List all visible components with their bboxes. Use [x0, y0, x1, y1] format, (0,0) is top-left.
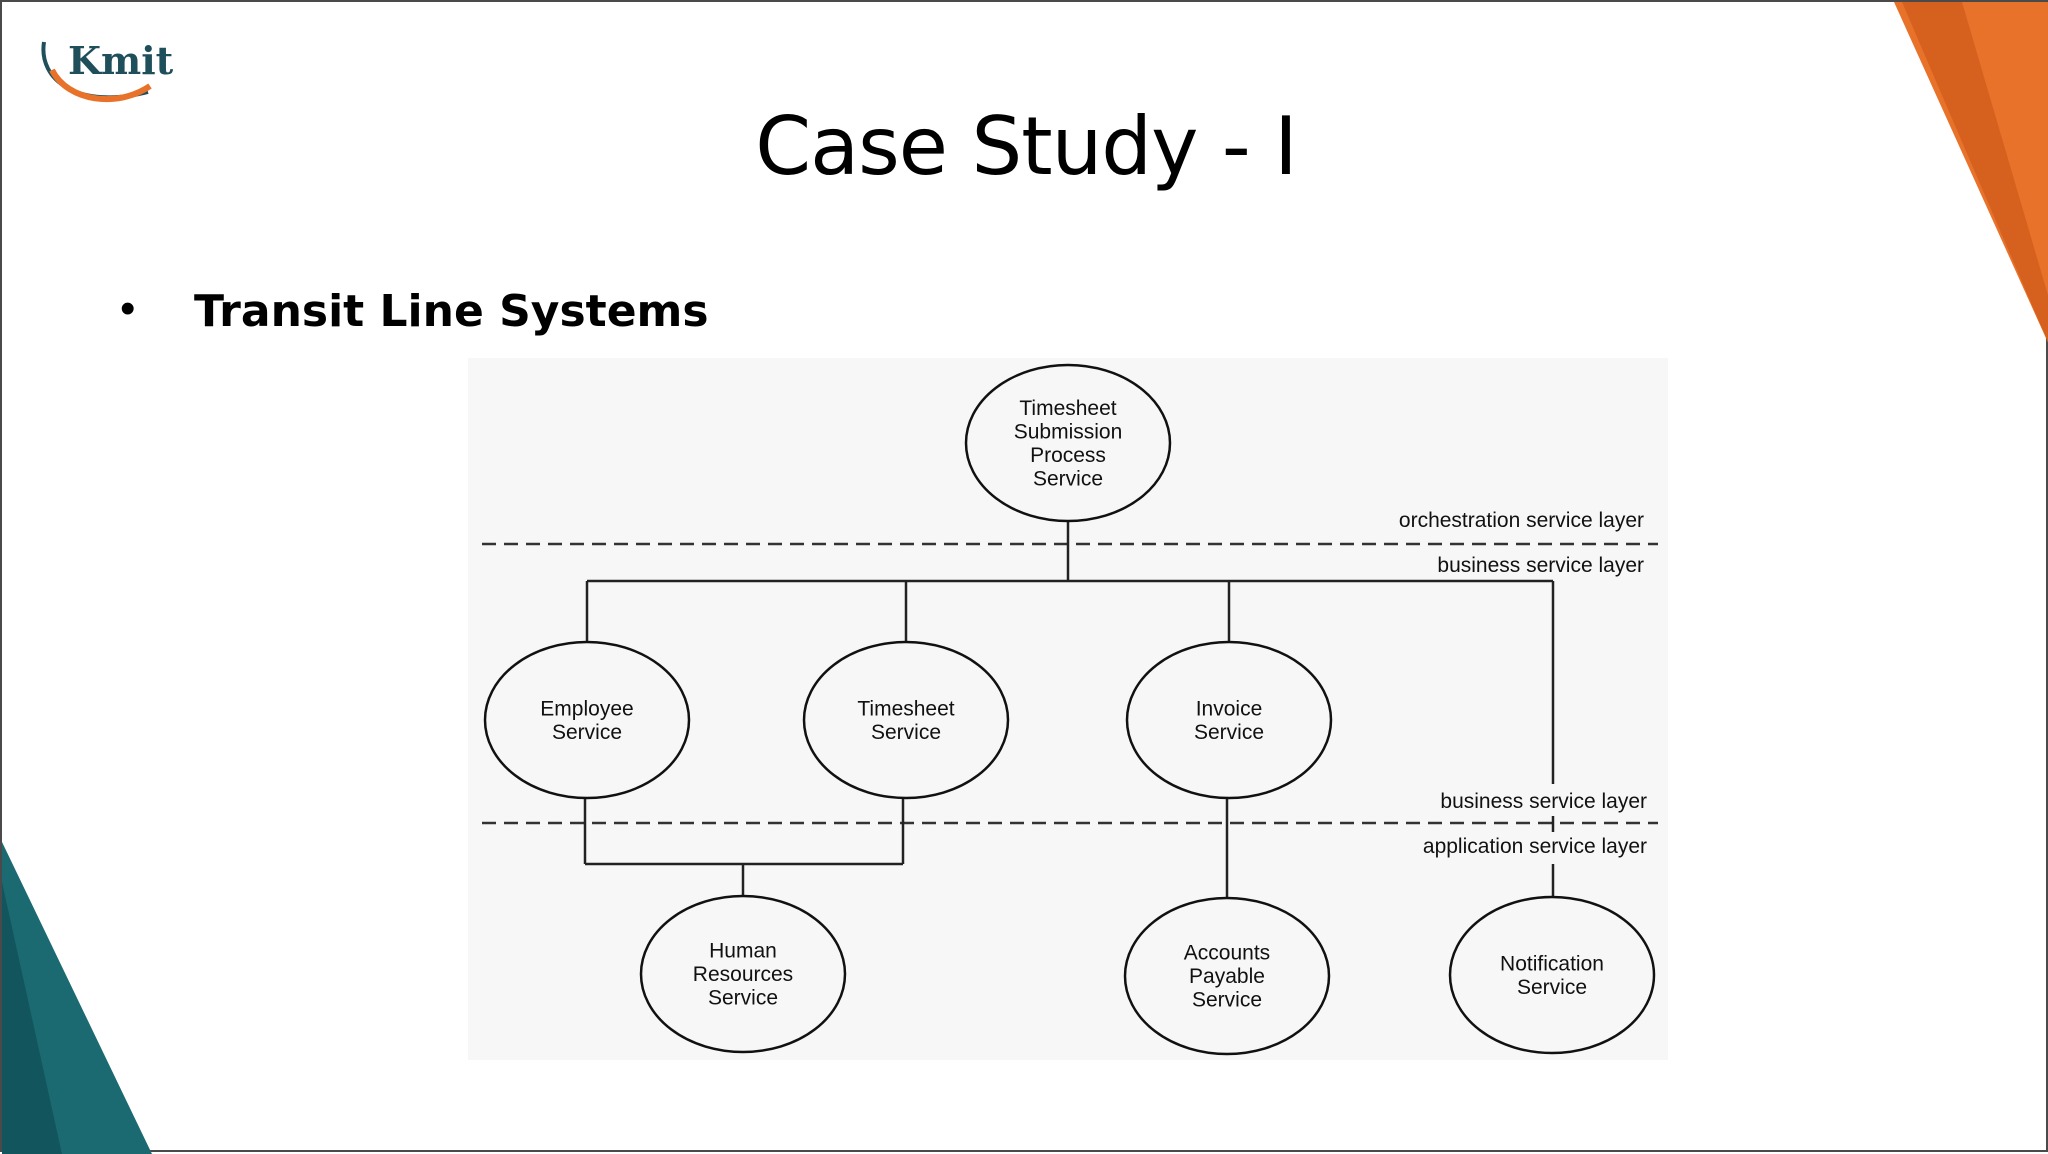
kmit-logo: Kmit	[38, 30, 173, 116]
notification-service-label: Notification	[1500, 952, 1604, 975]
accounts-payable-service-ellipse	[1123, 896, 1331, 1056]
human-resources-service-label: Human	[709, 940, 777, 963]
employee-service-ellipse	[483, 640, 691, 800]
timesheet-service-label: Service	[871, 721, 941, 744]
notification-service-ellipse	[1448, 895, 1656, 1055]
invoice-service-label: Invoice	[1196, 697, 1263, 720]
employee-service-label: Employee	[540, 697, 633, 720]
layer-label-business-lower: business service layer	[1440, 790, 1647, 813]
human-resources-service-ellipse	[639, 894, 847, 1054]
orange-corner-shape	[1894, 2, 2048, 343]
layer-label-application: application service layer	[1423, 835, 1647, 858]
bullet-icon: •	[120, 284, 136, 333]
logo-text: Kmit	[68, 38, 174, 83]
diagram-connectors	[583, 521, 1555, 898]
timesheet-service-ellipse	[802, 640, 1010, 800]
page-title: Case Study - I	[755, 100, 1298, 193]
layer-label-business-upper: business service layer	[1437, 554, 1644, 577]
accounts-payable-service-label: Service	[1192, 989, 1262, 1012]
employee-service-label: Service	[552, 721, 622, 744]
teal-corner-shadow	[2, 882, 62, 1154]
invoice-service-ellipse	[1125, 640, 1333, 800]
timesheet-submission-process-service-label: Service	[1033, 467, 1103, 490]
layer-label-orchestration: orchestration service layer	[1399, 509, 1644, 532]
human-resources-service-label: Resources	[693, 963, 793, 986]
accounts-payable-service-label: Payable	[1189, 965, 1265, 988]
human-resources-service-label: Service	[708, 987, 778, 1010]
accounts-payable-service-label: Accounts	[1184, 942, 1270, 965]
invoice-service-label: Service	[1194, 721, 1264, 744]
timesheet-submission-process-service-label: Timesheet	[1019, 397, 1116, 420]
timesheet-submission-process-service-ellipse	[964, 363, 1172, 523]
bullet-text: Transit Line Systems	[194, 286, 709, 337]
timesheet-submission-process-service-label: Submission	[1014, 420, 1123, 443]
timesheet-service-label: Timesheet	[857, 697, 954, 720]
timesheet-submission-process-service-label: Process	[1030, 444, 1106, 467]
notification-service-label: Service	[1517, 976, 1587, 999]
logo-swoosh-icon	[41, 41, 152, 103]
